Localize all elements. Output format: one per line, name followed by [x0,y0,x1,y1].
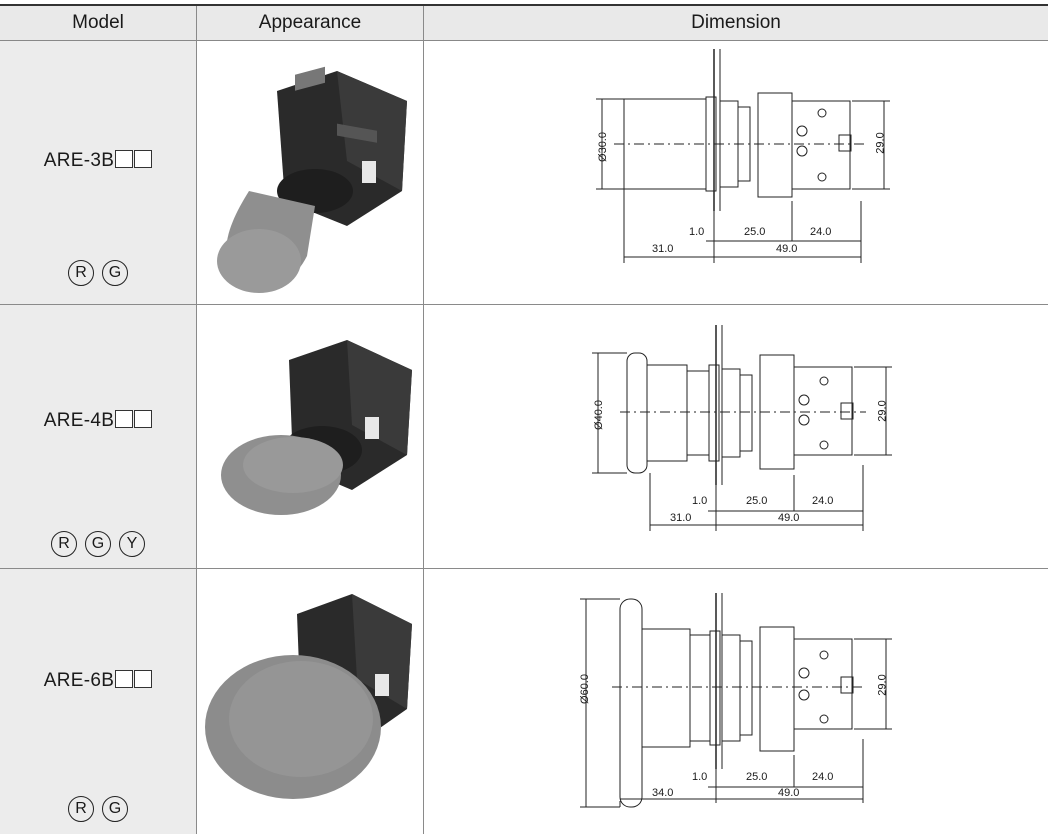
dim-mid: 25.0 [746,495,768,507]
dim-mid: 25.0 [746,771,768,783]
dim-diameter: Ø30.0 [596,132,609,162]
dimension-diagram [580,593,892,808]
option-box [115,670,134,688]
column-divider [423,6,424,834]
header-model: Model [0,6,196,41]
pushbutton-photo [205,594,412,799]
dim-total: 49.0 [778,512,800,524]
dim-diameter: Ø60.0 [578,674,591,704]
model-code: ARE-3B [43,150,115,171]
option-box [134,410,153,428]
dim-cap-length: 34.0 [652,787,674,799]
color-badge: R [68,796,94,822]
dim-body: 24.0 [810,226,832,238]
color-badge: R [68,260,94,286]
table-top-border [0,4,1048,6]
model-code: ARE-4B [43,410,115,431]
row-divider [0,568,1048,569]
dim-body: 24.0 [812,771,834,783]
option-box [134,150,153,168]
model-name: ARE-3B [0,150,196,172]
table-row-model-cell [0,41,196,304]
dim-body: 24.0 [812,495,834,507]
model-name: ARE-6B [0,670,196,692]
dim-height: 29.0 [874,132,887,154]
color-badge: G [102,796,128,822]
color-badge: G [102,260,128,286]
table-row-model-cell [0,569,196,834]
row-divider [0,304,1048,305]
color-badge: G [85,531,111,557]
appearance-image [197,569,423,834]
pushbutton-photo [221,340,412,515]
dim-panel: 1.0 [692,771,708,783]
dim-cap-length: 31.0 [670,512,692,524]
dimension-drawing: Ø30.0 29.0 1.0 25.0 24.0 31.0 49.0 [424,41,1048,304]
header-dimension: Dimension [424,6,1048,41]
dim-total: 49.0 [778,787,800,799]
appearance-image [197,305,423,568]
dimension-drawing: Ø60.0 29.0 1.0 25.0 24.0 34.0 49.0 [424,569,1048,834]
dimension-diagram [592,325,892,531]
dim-height: 29.0 [876,674,889,696]
color-badge: R [51,531,77,557]
option-box [134,670,153,688]
dim-mid: 25.0 [744,226,766,238]
dim-cap-length: 31.0 [652,243,674,255]
model-code: ARE-6B [43,670,115,691]
option-box [115,150,134,168]
color-badge: Y [119,531,145,557]
table-row-model-cell [0,305,196,568]
option-box [115,410,134,428]
dim-total: 49.0 [776,243,798,255]
dim-panel: 1.0 [689,226,705,238]
model-name: ARE-4B [0,410,196,432]
dimension-diagram [596,49,890,263]
dim-diameter: Ø40.0 [592,400,605,430]
dimension-drawing: Ø40.0 29.0 1.0 25.0 24.0 31.0 49.0 [424,305,1048,568]
appearance-image [197,41,423,304]
dim-panel: 1.0 [692,495,708,507]
pushbutton-photo [217,66,407,293]
header-appearance: Appearance [197,6,423,41]
dim-height: 29.0 [876,400,889,422]
column-divider [196,6,197,834]
